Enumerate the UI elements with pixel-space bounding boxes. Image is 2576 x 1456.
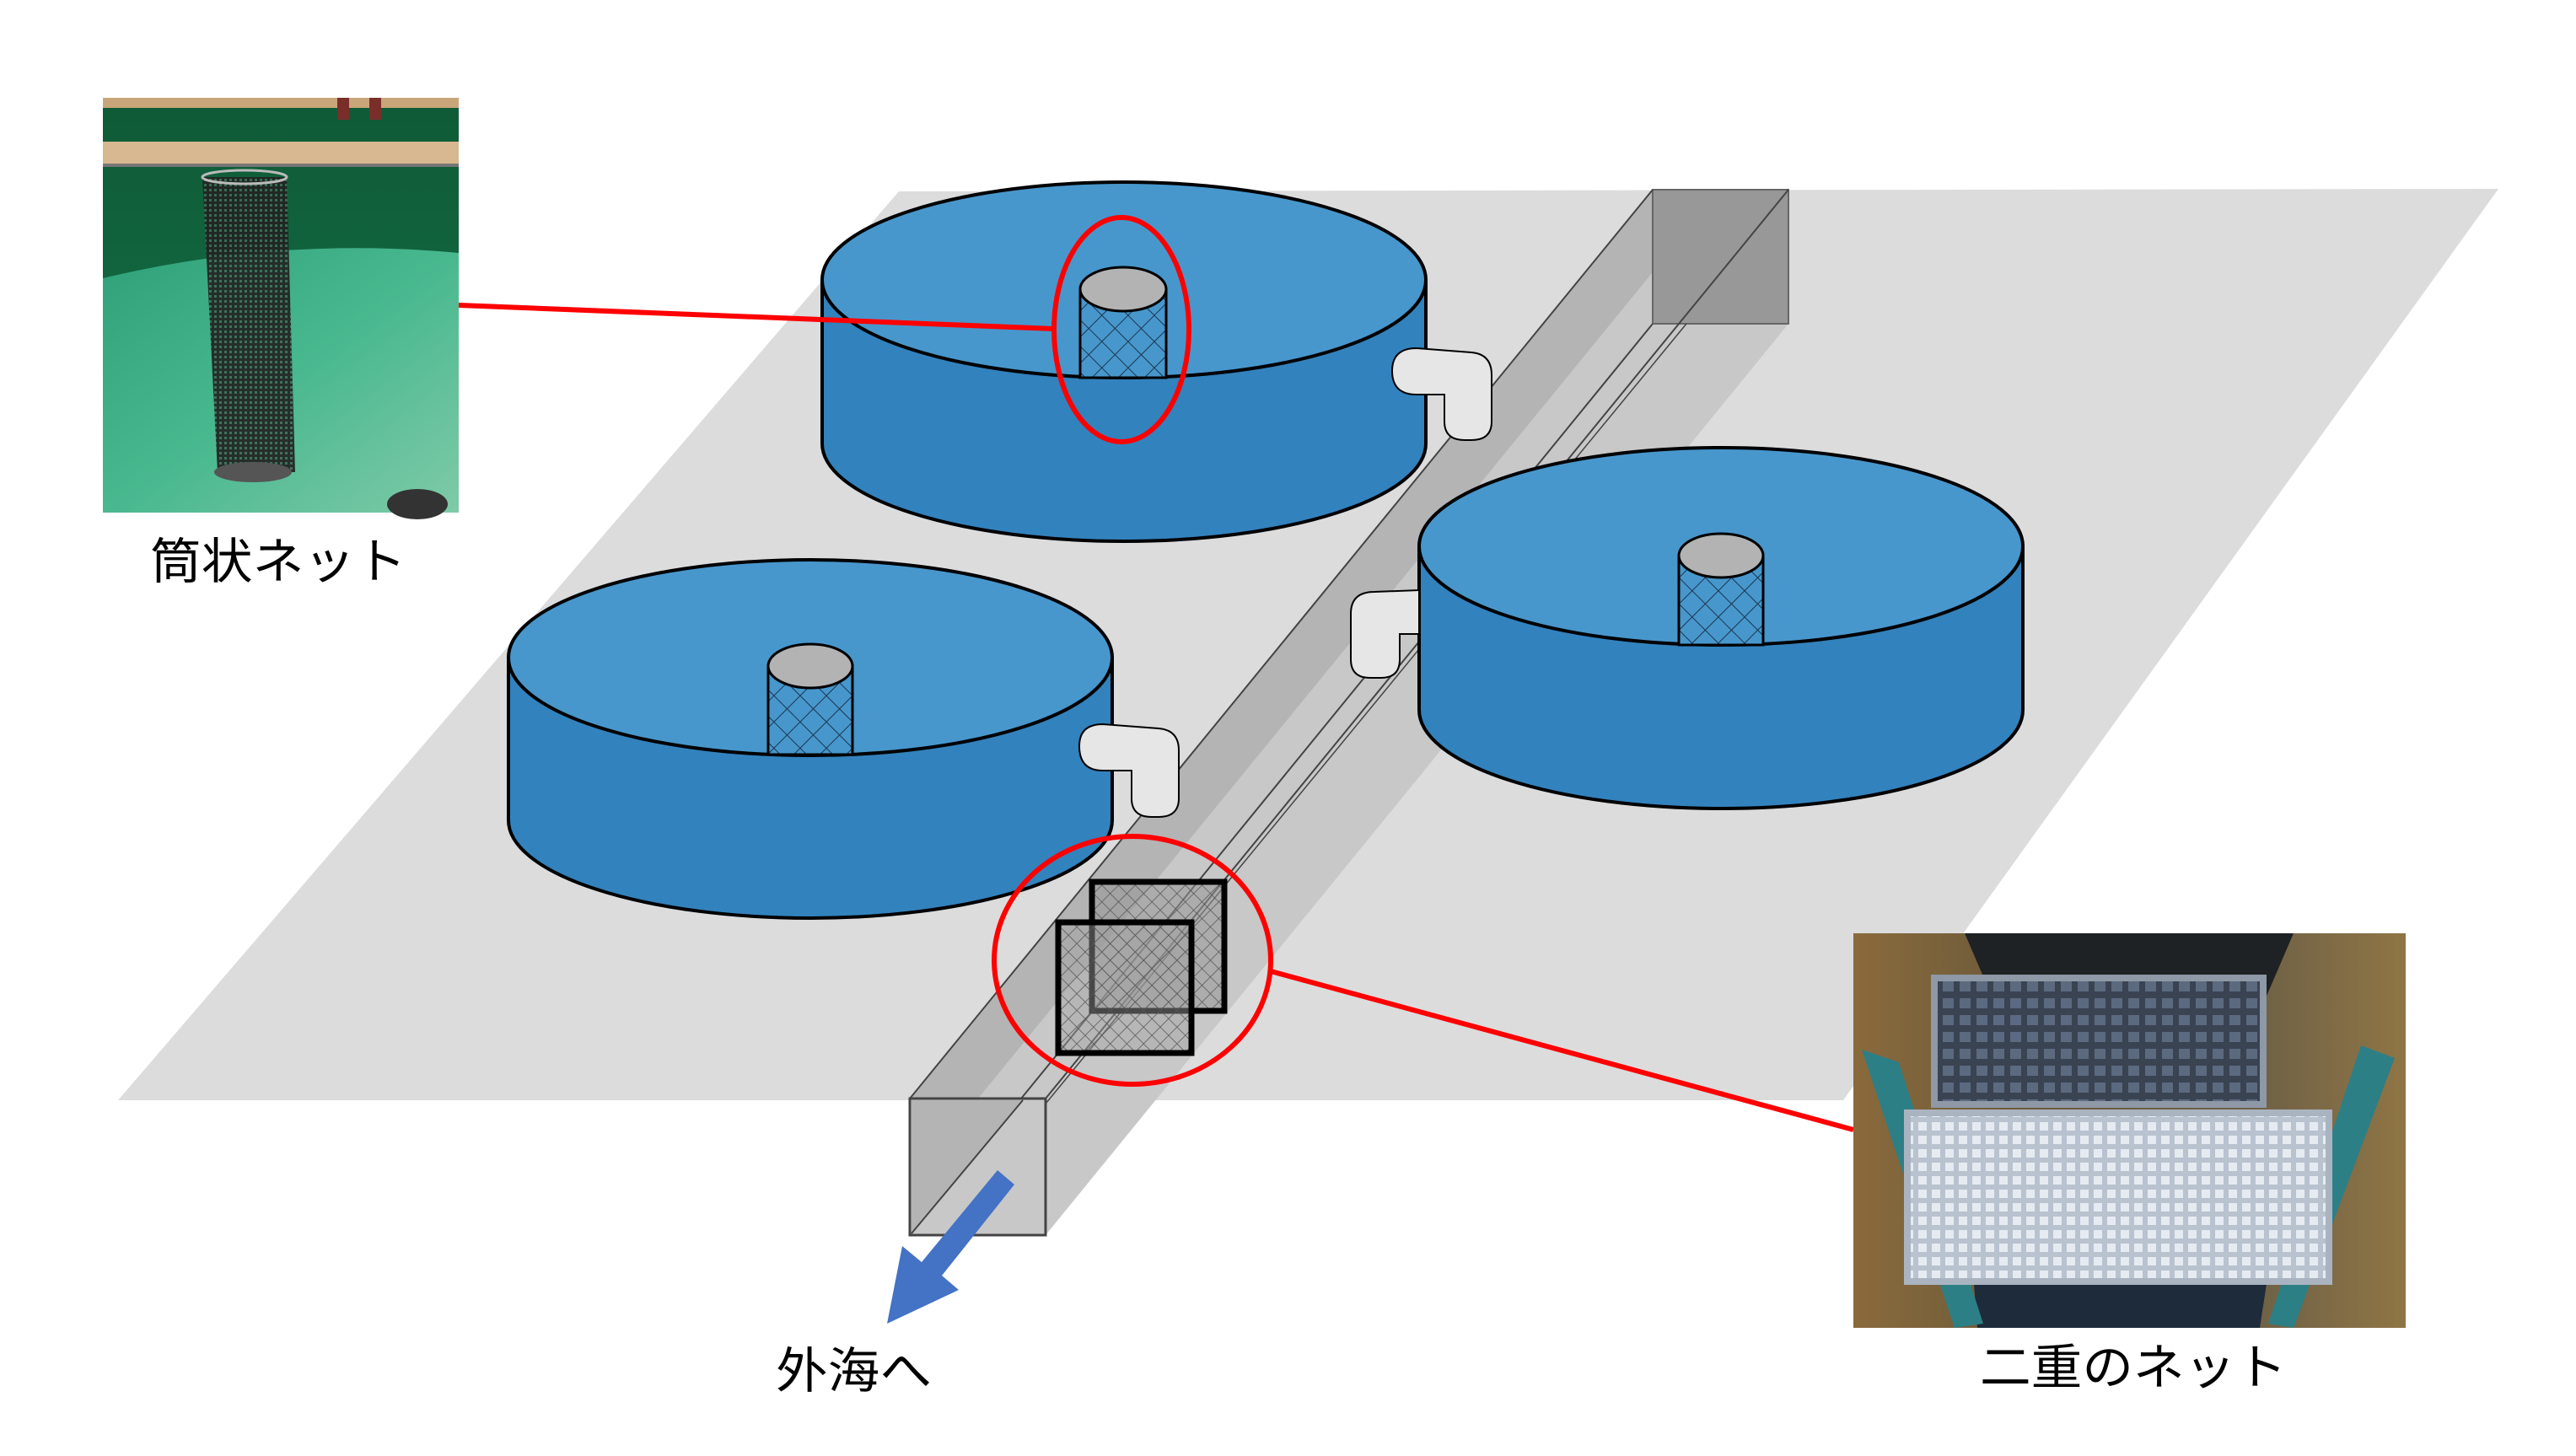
- drain-channel: [909, 189, 1789, 1236]
- tank-left: [507, 558, 1180, 920]
- drain-pipe: [1390, 347, 1492, 441]
- drain-pipe: [1078, 723, 1180, 818]
- channel-left-face: [910, 190, 1720, 1099]
- double-net-callout-line: [1270, 969, 1854, 1132]
- channel-back-face: [1652, 189, 1789, 325]
- drain-pipe: [1350, 588, 1420, 679]
- tank-top: [820, 180, 1492, 543]
- tube-net-icon: [1677, 532, 1765, 647]
- tube-net-icon: [1078, 266, 1168, 379]
- tube-net-highlight: [1051, 215, 1191, 444]
- double-net-icon: [1055, 878, 1228, 1056]
- double-net-caption: 二重のネット: [1980, 1339, 2287, 1396]
- tube-net-photo: [103, 98, 459, 519]
- outflow-arrow-icon: [887, 1170, 1014, 1324]
- double-net-highlight: [992, 834, 1273, 1087]
- double-net-photo: [1853, 933, 2406, 1328]
- tube-net-caption: 筒状ネット: [150, 533, 406, 590]
- open-sea-caption: 外海へ: [776, 1342, 932, 1400]
- tank-right: [1350, 446, 2025, 810]
- tube-net-callout-line: [458, 303, 1055, 331]
- channel-shadow: [1046, 190, 1788, 1235]
- tube-net-icon: [766, 642, 854, 756]
